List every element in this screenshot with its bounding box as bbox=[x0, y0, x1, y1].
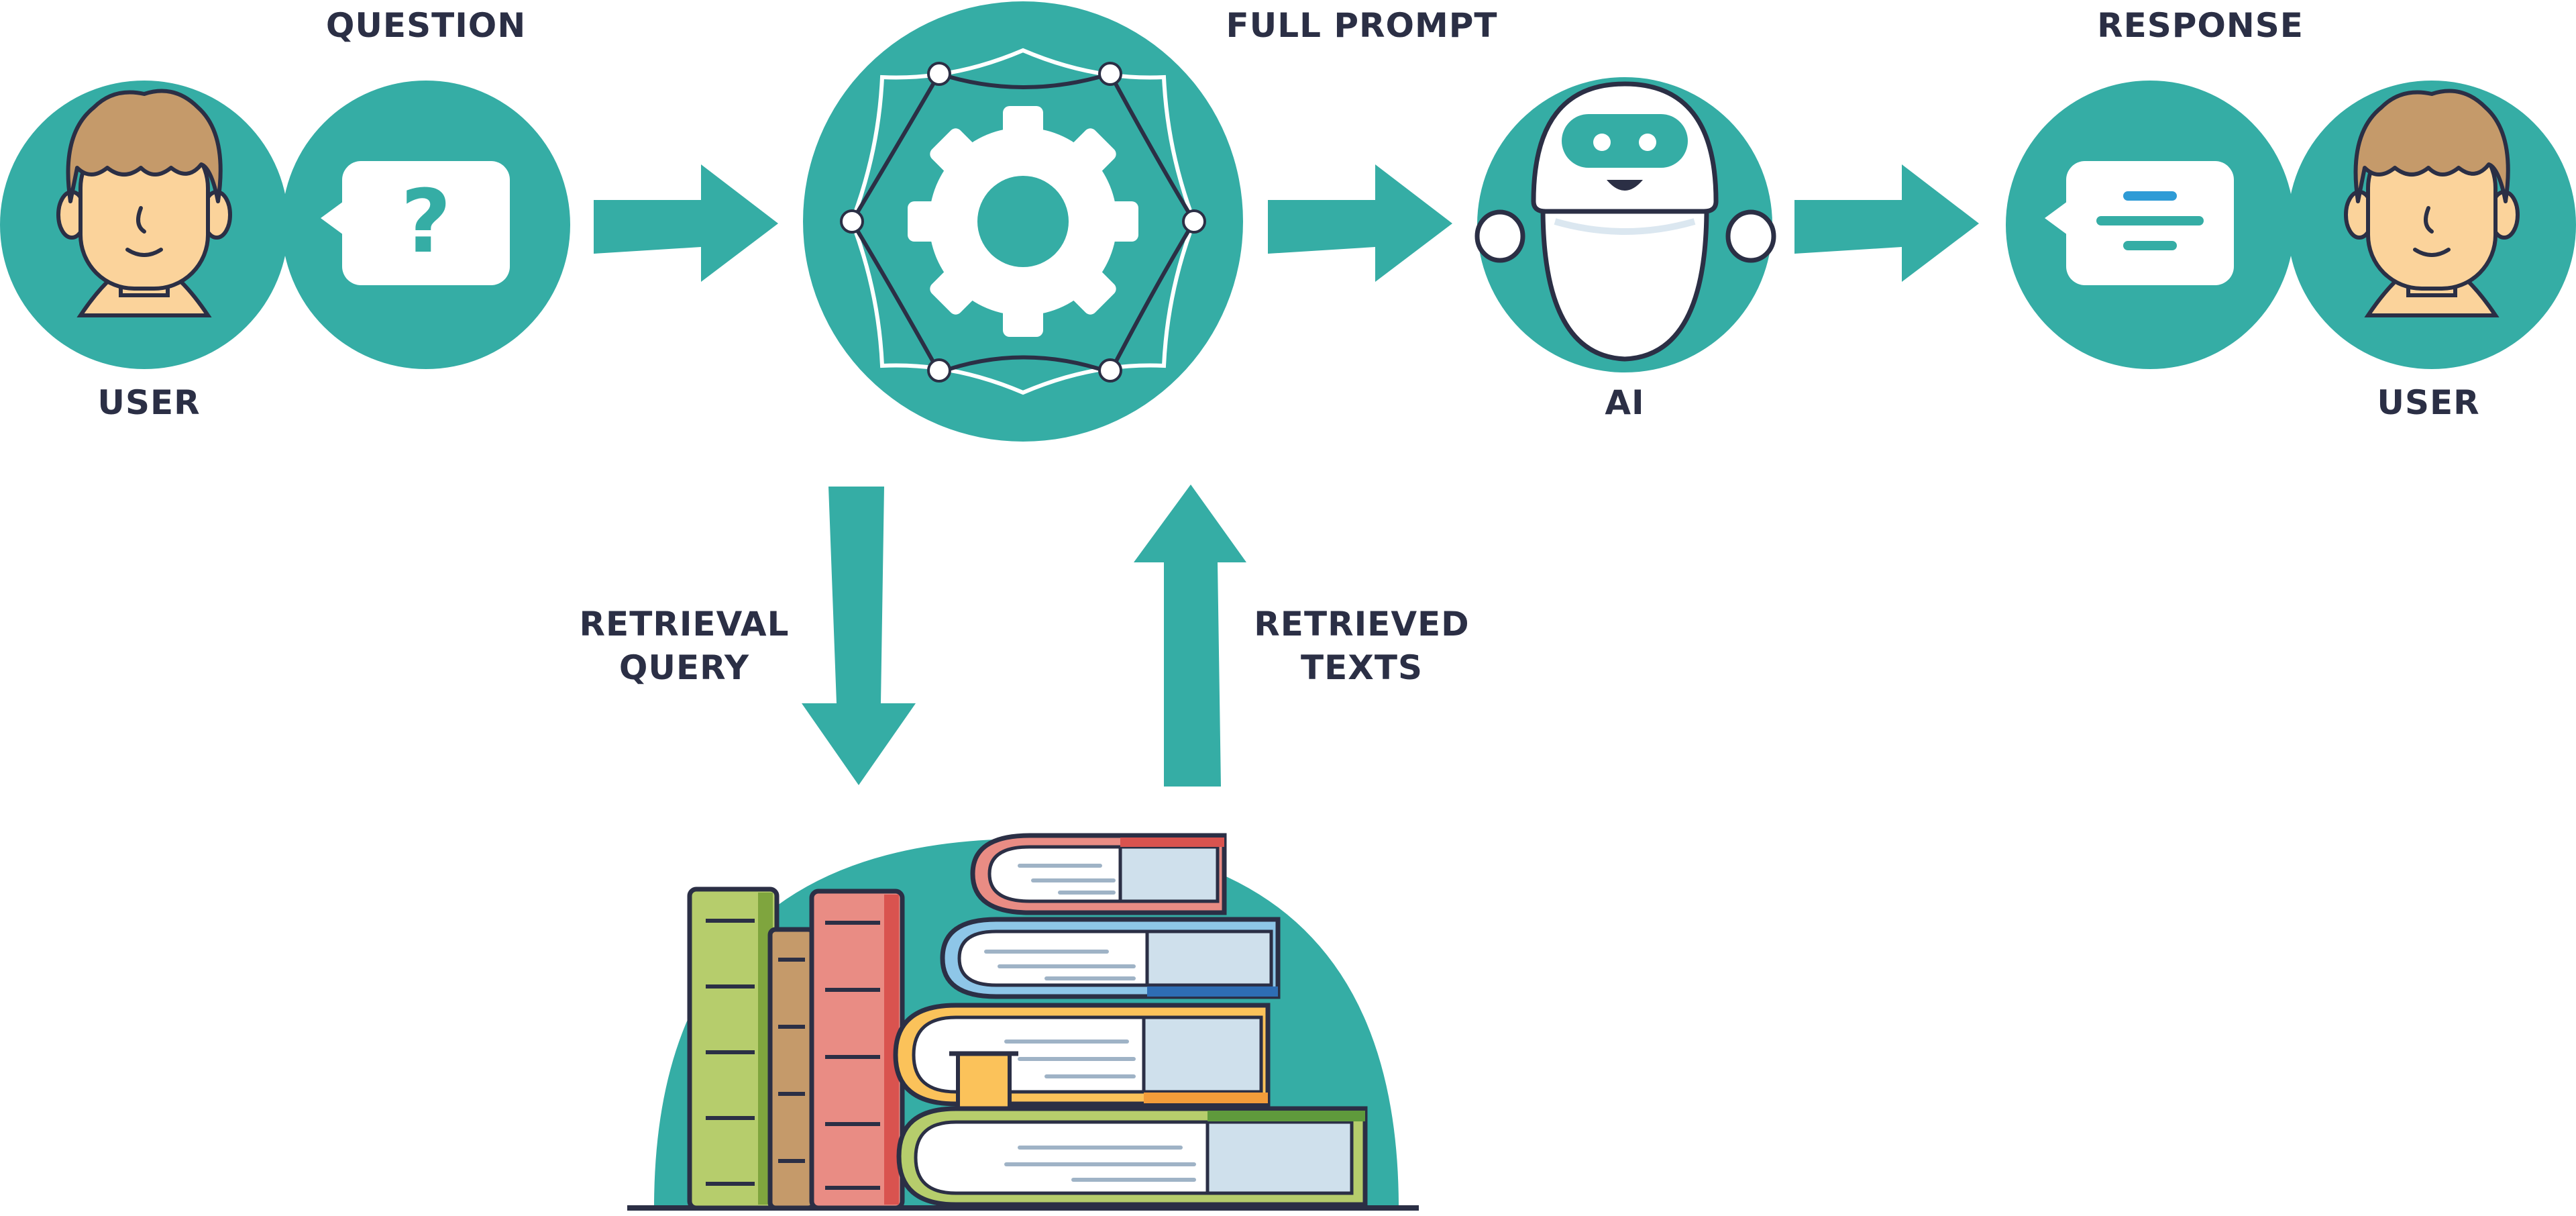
gear-icon bbox=[908, 106, 1138, 337]
label-user-right: USER bbox=[2377, 383, 2480, 422]
user-avatar-icon bbox=[56, 89, 232, 317]
label-ai: AI bbox=[1605, 383, 1645, 422]
label-retrieval-query-line2: QUERY bbox=[619, 648, 750, 687]
label-retrieved-texts: RETRIEVED TEXTS bbox=[1254, 603, 1469, 690]
label-retrieved-texts-line1: RETRIEVED bbox=[1254, 605, 1470, 644]
prompt-builder-node bbox=[803, 1, 1243, 442]
svg-text:?: ? bbox=[400, 170, 451, 272]
response-bubble-icon bbox=[2045, 161, 2234, 285]
label-retrieval-query-line1: RETRIEVAL bbox=[579, 605, 790, 644]
question-bubble-icon: ? bbox=[321, 161, 510, 285]
arrow-ai-to-response bbox=[1794, 164, 1979, 282]
user-avatar-icon bbox=[2344, 89, 2520, 317]
user-question-node: ? bbox=[0, 81, 570, 369]
label-response: RESPONSE bbox=[2097, 6, 2304, 45]
arrow-prompt-to-retrieval bbox=[802, 487, 916, 785]
knowledge-base-node bbox=[627, 833, 1419, 1211]
label-user-left: USER bbox=[97, 383, 201, 422]
arrow-prompt-to-ai bbox=[1268, 164, 1452, 282]
books-stack-icon bbox=[687, 833, 1368, 1211]
label-retrieval-query: RETRIEVAL QUERY bbox=[580, 603, 790, 690]
ai-node bbox=[1474, 77, 1776, 372]
label-full-prompt: FULL PROMPT bbox=[1226, 6, 1498, 45]
arrow-question-to-prompt bbox=[594, 164, 778, 282]
user-response-node bbox=[2006, 81, 2576, 369]
robot-icon bbox=[1474, 81, 1776, 362]
arrow-retrieval-to-prompt bbox=[1134, 485, 1246, 787]
label-question: QUESTION bbox=[325, 6, 527, 45]
label-retrieved-texts-line2: TEXTS bbox=[1301, 648, 1423, 687]
